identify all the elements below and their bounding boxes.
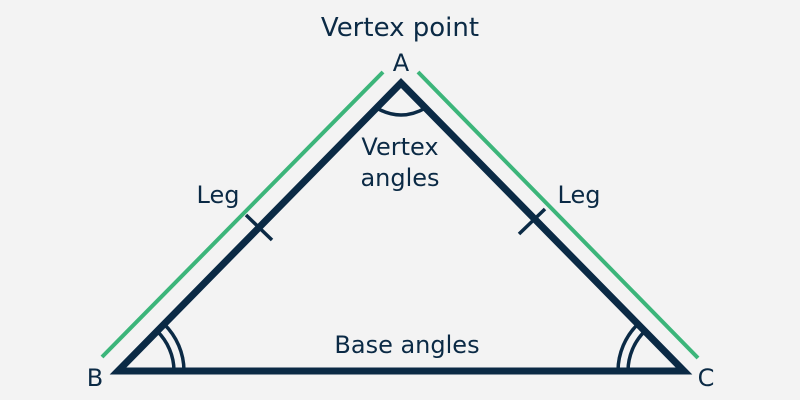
base-angle-arc-b-outer [162,322,186,372]
base-angle-arc-c-inner [626,329,647,372]
leg-highlight-right [416,70,700,360]
leg-tick-right [517,207,547,236]
vertex-b-label: B [87,364,103,392]
leg-tick-left [244,213,274,242]
vertex-angle-arc [375,106,427,117]
leg-highlight-left [100,70,385,359]
vertex-point-label: Vertex point [321,13,479,43]
vertex-a-label: A [393,49,410,77]
base-angle-arc-c-outer [616,322,640,372]
vertex-c-label: C [698,364,715,392]
leg-label-right: Leg [558,181,601,209]
vertex-angles-label-line1: Vertex [361,133,438,161]
vertex-angles-label-line2: angles [360,164,439,192]
base-angles-label: Base angles [334,331,479,359]
triangle [109,78,693,375]
leg-label-left: Leg [197,181,240,209]
base-angle-arc-b-inner [155,329,176,372]
